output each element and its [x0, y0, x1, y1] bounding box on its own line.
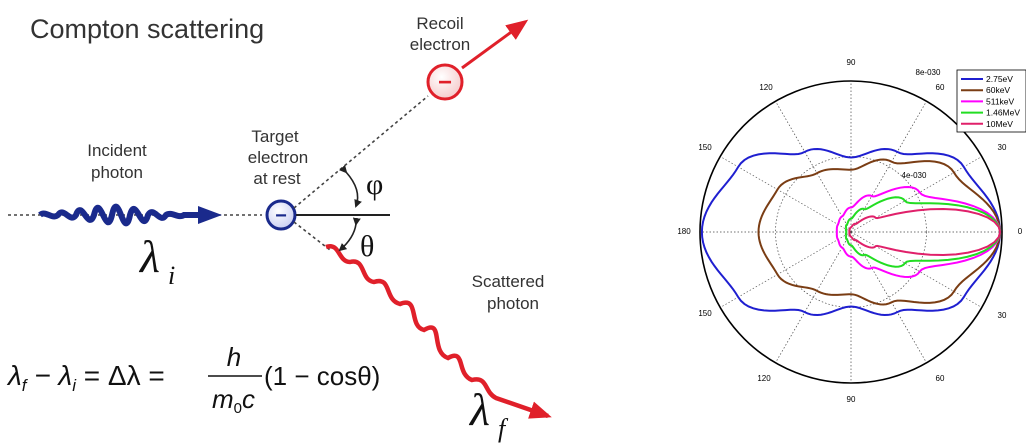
- theta-arc: [338, 217, 361, 252]
- angle-label-0: 0: [1018, 227, 1023, 236]
- svg-text:m0c: m0c: [212, 384, 255, 417]
- angular-gridline-240: [775, 231, 852, 363]
- recoil-label-2: electron: [410, 35, 470, 54]
- compton-diagram: Compton scattering − − Recoil electron: [6, 14, 552, 443]
- angle-label-30-top: 30: [998, 143, 1007, 152]
- svg-text:−: −: [438, 69, 452, 96]
- compton-formula: λf − λi = Δλ = h m0c (1 − cosθ): [6, 342, 380, 417]
- polar-chart: 90 60 30 0 30 60 90 120 150 180 150 120 …: [677, 58, 1026, 404]
- legend-label-60keV: 60keV: [986, 85, 1010, 95]
- incident-wave: [38, 203, 210, 227]
- series-line-2.75eV: [700, 147, 1002, 317]
- polar-grid: [699, 80, 1003, 384]
- svg-text:λ: λ: [468, 384, 490, 435]
- recoil-path: [293, 95, 429, 209]
- radial-gridline-1: [775, 156, 927, 308]
- series-line-511keV: [835, 186, 1002, 278]
- svg-text:λ: λ: [138, 231, 160, 282]
- angular-gridline-300: [850, 231, 927, 363]
- series-line-1.46MeV: [844, 196, 1002, 268]
- scattered-path: [293, 221, 331, 251]
- svg-text:h: h: [227, 342, 241, 372]
- incident-label-1: Incident: [87, 141, 147, 160]
- phi-symbol: φ: [366, 168, 383, 201]
- lambda-f: λ f: [468, 384, 509, 443]
- legend-label-10MeV: 10MeV: [986, 119, 1013, 129]
- diagram-title: Compton scattering: [30, 14, 264, 44]
- angle-label-30-bottom: 30: [998, 311, 1007, 320]
- series-line-60keV: [757, 158, 1002, 306]
- recoil-label-1: Recoil: [416, 14, 463, 33]
- polar-series: [700, 147, 1002, 317]
- polar-outer-ring: [699, 80, 1003, 384]
- angular-gridline-120: [775, 101, 852, 233]
- series-line-10MeV: [848, 208, 1002, 256]
- angular-gridline-210: [720, 231, 852, 308]
- angular-gridline-330: [850, 231, 982, 308]
- scattered-label-1: Scattered: [472, 272, 545, 291]
- incident-label-2: photon: [91, 163, 143, 182]
- angular-gridline-60: [850, 101, 927, 233]
- legend-label-2.75eV: 2.75eV: [986, 74, 1013, 84]
- angular-gridline-30: [850, 156, 982, 233]
- angle-label-150-top: 150: [698, 143, 712, 152]
- radial-label-8e-030: 8e-030: [916, 68, 941, 77]
- target-label-2: electron: [248, 148, 308, 167]
- svg-text:(1 − cosθ): (1 − cosθ): [264, 361, 380, 391]
- angle-label-60-top: 60: [936, 83, 945, 92]
- svg-text:i: i: [168, 261, 175, 290]
- legend-label-511keV: 511keV: [986, 96, 1015, 106]
- angular-gridline-150: [720, 156, 852, 233]
- svg-text:λf − λi = Δλ =: λf − λi = Δλ =: [6, 360, 165, 395]
- angle-label-90-top: 90: [847, 58, 856, 67]
- svg-text:f: f: [498, 414, 509, 443]
- recoil-electron: −: [426, 63, 464, 101]
- target-label-1: Target: [251, 127, 299, 146]
- angle-label-120-top: 120: [759, 83, 773, 92]
- lambda-i: λ i: [138, 231, 175, 290]
- angle-label-180: 180: [677, 227, 691, 236]
- angle-label-90-bottom: 90: [847, 395, 856, 404]
- svg-text:−: −: [275, 205, 287, 227]
- scattered-wave: [325, 243, 552, 419]
- angle-label-120-bottom: 120: [757, 374, 771, 383]
- target-label-3: at rest: [253, 169, 301, 188]
- angle-label-60-bottom: 60: [936, 374, 945, 383]
- phi-arc: [339, 164, 362, 208]
- recoil-arrow: [461, 19, 529, 70]
- radial-label-4e-030: 4e-030: [902, 171, 927, 180]
- legend-label-1.46MeV: 1.46MeV: [986, 108, 1020, 118]
- target-electron: −: [265, 199, 297, 231]
- incident-arrowhead: [198, 206, 222, 224]
- theta-symbol: θ: [360, 230, 374, 263]
- scattered-label-2: photon: [487, 294, 539, 313]
- angle-label-150-bottom: 150: [698, 309, 712, 318]
